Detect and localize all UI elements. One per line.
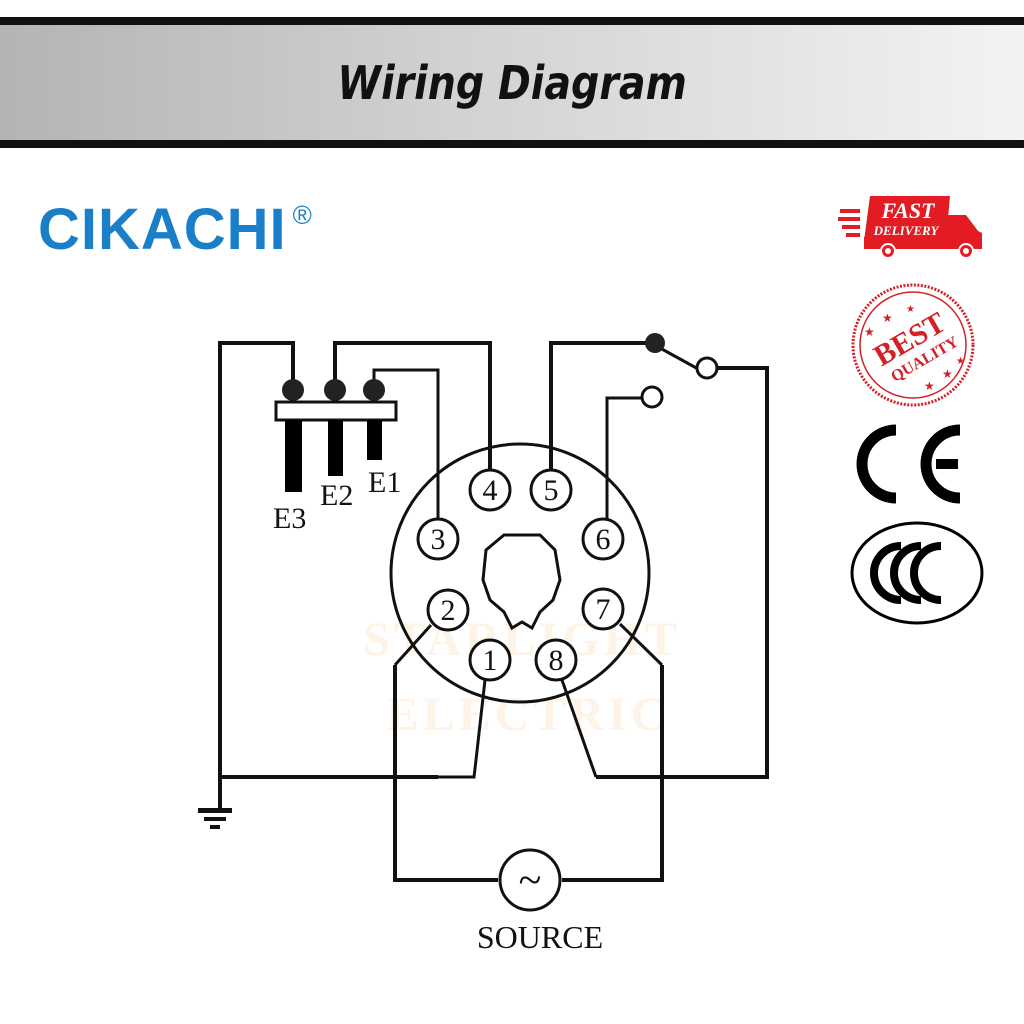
pin-4 [468,468,512,512]
page-title: Wiring Diagram [337,55,687,110]
label-e3: E3 [273,502,306,535]
pin-1 [468,638,512,682]
svg-text:★: ★ [906,304,915,315]
source-label: SOURCE [477,919,603,955]
watermark-line2: ELECTRIC [387,688,670,741]
ccc-mark-icon [850,521,984,625]
electrode-e3 [285,420,302,492]
wire-e1-pin3 [372,368,440,522]
svg-text:★: ★ [956,356,965,367]
relay-no-contact [695,356,719,380]
svg-text:★: ★ [942,367,953,381]
ac-source-symbol: ~ [519,858,542,904]
delivery-label: DELIVERY [873,223,940,238]
pin-6 [581,517,625,561]
pin-3-label: 3 [431,523,446,556]
label-e1: E1 [368,466,401,499]
wire-pin8 [560,679,598,778]
pin-7 [581,587,625,631]
pin-5 [529,468,573,512]
wire-source-left [393,665,498,882]
pin-8-label: 8 [549,644,564,677]
pin-8 [534,638,578,682]
relay-nc-contact [640,385,664,409]
electrode-assembly [274,379,398,492]
wire-pin7 [618,622,664,667]
pin-2-label: 2 [441,594,456,627]
label-e2: E2 [320,479,353,512]
wire-pin6-nc [605,396,643,522]
pin-1-label: 1 [483,644,498,677]
brand-logo: CIKACHI® [38,196,313,263]
ce-mark-icon [856,424,961,504]
watermark: STARLIGHT ELECTRIC [363,613,677,741]
wire-no-contact [596,366,769,779]
ground-icon [198,808,232,829]
wire-pin5-common [549,341,655,473]
svg-text:★: ★ [864,325,875,339]
relay-socket [389,442,651,704]
fast-delivery-truck-icon: FAST DELIVERY [838,196,982,259]
wire-e3-ground [218,341,295,812]
ac-source-icon [498,848,562,912]
brand-name: CIKACHI [38,197,287,262]
fast-label: FAST [880,198,936,223]
svg-text:★: ★ [924,379,935,393]
registered-mark: ® [292,200,313,230]
pin-7-label: 7 [596,593,611,626]
svg-text:★: ★ [882,311,893,325]
relay-common-contact [645,333,665,353]
pin-2 [426,588,470,632]
wire-pin1 [438,679,487,779]
electrode-e1 [367,420,382,460]
title-banner: Wiring Diagram [0,17,1024,148]
pin-3 [416,517,460,561]
pin-4-label: 4 [483,474,498,507]
pin-6-label: 6 [596,523,611,556]
pin-5-label: 5 [544,474,559,507]
electrode-e2 [328,420,343,476]
socket-key-hole [481,533,562,631]
wire-e2-pin4 [333,341,492,473]
wire-source-right [562,665,664,882]
best-quality-stamp-icon: ★ ★ ★ ★ ★ ★ BEST QUALITY [851,283,975,407]
relay-switch-lever [659,346,701,372]
